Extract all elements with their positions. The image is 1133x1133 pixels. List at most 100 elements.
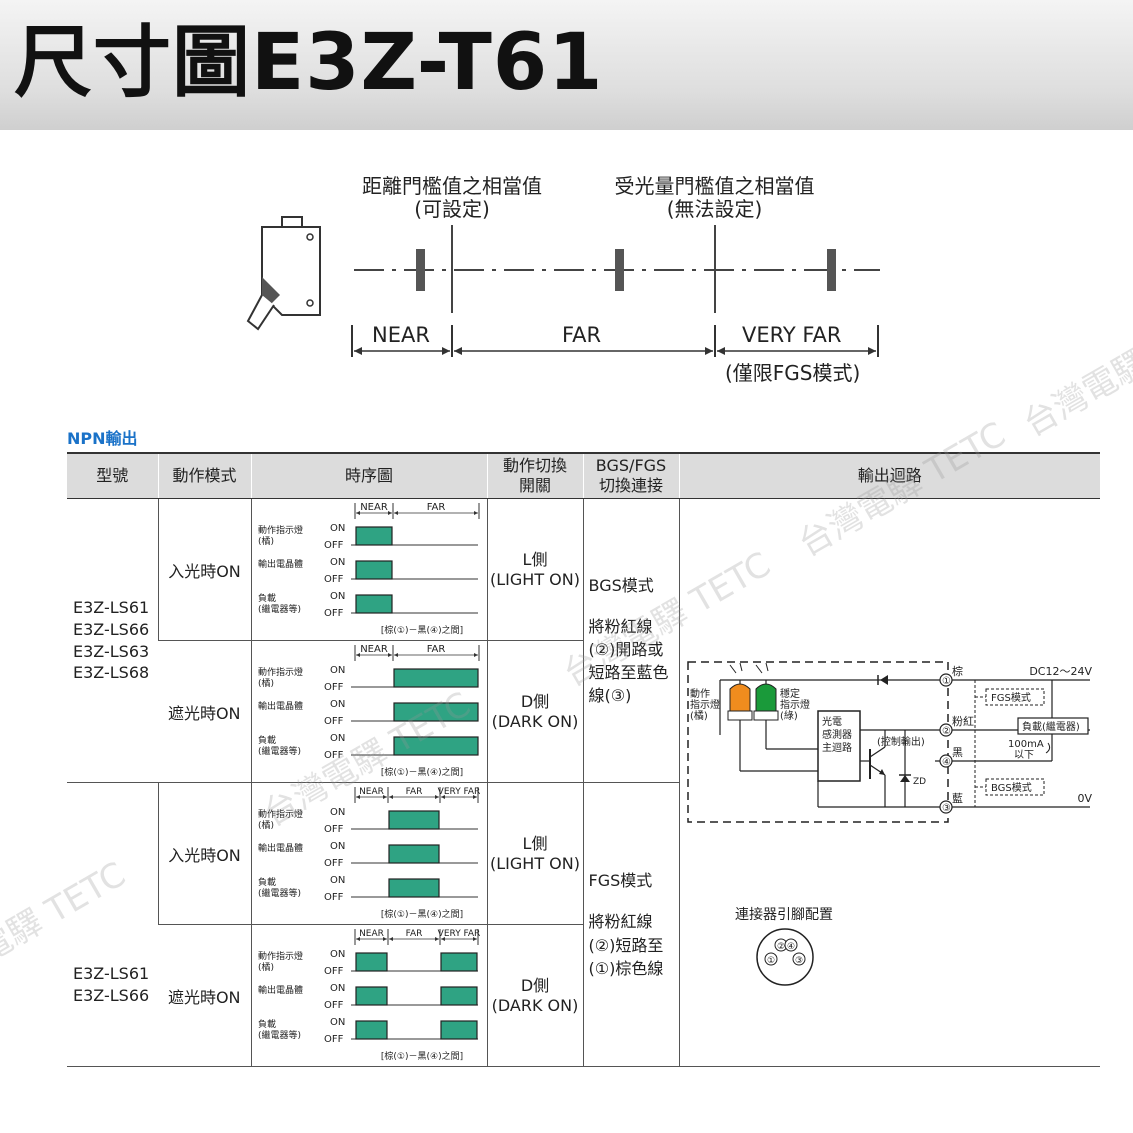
signal-pulse — [392, 702, 479, 722]
row-label: 動作指示燈 — [258, 950, 303, 962]
off-label: OFF — [324, 1000, 344, 1011]
on-label: ON — [330, 557, 345, 568]
scale-arrow — [440, 937, 477, 941]
svg-text:③: ③ — [795, 956, 803, 966]
scale-label: NEAR — [359, 929, 384, 939]
header-mode: 動作模式 — [157, 452, 251, 499]
on-label: ON — [330, 875, 345, 886]
scale-label: NEAR — [360, 502, 388, 513]
scale-label: FAR — [405, 929, 422, 939]
output-circuit-diagram: ① ② ④ ③ 棕 粉紅 黑 藍 DC12～24V 0V FGS模式 BGS模式 — [686, 661, 1092, 986]
scale-arrow — [355, 511, 392, 515]
timing-footer: [棕(①)－黑(④)之間] — [380, 908, 462, 920]
svg-text:③: ③ — [942, 803, 951, 814]
supply-label: DC12～24V — [1029, 665, 1092, 678]
mode-dark-on: 遮光時ON — [158, 924, 251, 1067]
mode-dark-on: 遮光時ON — [158, 640, 251, 783]
control-output-label: (控制輸出) — [877, 735, 925, 748]
table-row: 遮光時ON NEAR FAR VERY FAR 動作指示燈(橘) ON OFF 輸出電晶體 O… — [67, 924, 1100, 1067]
off-label: OFF — [324, 858, 344, 869]
svg-text:④: ④ — [942, 757, 951, 768]
row-label: (橘) — [258, 536, 274, 547]
wire-brown-label: 棕 — [952, 664, 963, 678]
wire-pink-label: 粉紅 — [952, 715, 974, 728]
header-timing: 時序圖 — [250, 452, 487, 499]
page-title: 尺寸圖E3Z-T61 — [14, 18, 604, 108]
on-label: ON — [330, 665, 345, 676]
on-label: ON — [330, 591, 345, 602]
timing-footer: [棕(①)－黑(④)之間] — [380, 624, 462, 636]
on-label: ON — [330, 523, 345, 534]
timing-cell: NEAR FAR 動作指示燈(橘) ON OFF 輸出電晶體 ON OFF 負載(繼電器等) ON… — [250, 498, 487, 641]
off-label: OFF — [324, 540, 344, 551]
range-fgs-only-label: (僅限FGS模式) — [725, 361, 861, 385]
signal-pulse — [354, 1020, 388, 1040]
signal-pulse — [354, 560, 393, 580]
zero-v-label: 0V — [1077, 792, 1092, 805]
row-label: 動作指示燈 — [258, 666, 303, 678]
on-label: ON — [330, 841, 345, 852]
on-label: ON — [330, 699, 345, 710]
sensor-main-circuit-label: 光電感測器主迴路 — [822, 715, 852, 754]
row-label: (橘) — [258, 820, 274, 831]
table-row: E3Z-LS61 E3Z-LS66 E3Z-LS63 E3Z-LS68 入光時O… — [67, 498, 1100, 1067]
row-label: (繼電器等) — [258, 603, 301, 615]
bgs-mode-cell: BGS模式 將粉紅線 (②)開路或 短路至藍色 線(③) — [582, 498, 679, 783]
timing-footer: [棕(①)－黑(④)之間] — [380, 766, 462, 778]
row-label: 輸出電晶體 — [258, 558, 303, 570]
page-header: 尺寸圖E3Z-T61 — [0, 0, 1133, 130]
zd-label: ZD — [913, 777, 926, 787]
row-label: 輸出電晶體 — [258, 842, 303, 854]
signal-pulse — [354, 526, 393, 546]
signal-pulse — [354, 986, 388, 1006]
svg-text:④: ④ — [787, 942, 795, 952]
row-label: (繼電器等) — [258, 1029, 301, 1041]
svg-text:②: ② — [777, 942, 785, 952]
distance-threshold-label: 距離門檻值之相當值 (可設定) — [362, 174, 542, 221]
scale-label: NEAR — [359, 787, 384, 797]
mode-light-on: 入光時ON — [157, 498, 251, 641]
scale-label: FAR — [426, 644, 445, 655]
switch-d-side: D側(DARK ON) — [486, 924, 583, 1067]
off-label: OFF — [324, 608, 344, 619]
npn-output-label: NPN輸出 — [67, 429, 138, 448]
fgs-mode-cell: FGS模式 將粉紅線 (②)短路至 (①)棕色線 — [582, 782, 679, 1067]
header-model: 型號 — [67, 452, 158, 499]
row-label: (繼電器等) — [258, 745, 301, 757]
row-label: (橘) — [258, 678, 274, 689]
row-label: (繼電器等) — [258, 887, 301, 899]
scale-label: FAR — [426, 502, 445, 513]
row-label: 輸出電晶體 — [258, 984, 303, 996]
switch-d-side: D側(DARK ON) — [486, 640, 583, 783]
row-label: 負載 — [258, 592, 276, 604]
output-circuit-cell: ① ② ④ ③ 棕 粉紅 黑 藍 DC12～24V 0V FGS模式 BGS模式 — [678, 498, 1100, 1067]
svg-text:②: ② — [942, 726, 951, 737]
mode-light-on: 入光時ON — [157, 782, 251, 925]
scale-label: VERY FAR — [437, 929, 480, 939]
on-label: ON — [330, 949, 345, 960]
timing-chart: NEAR FAR 動作指示燈(橘) ON OFF 輸出電晶體 ON OFF 負載(繼電器等) ON… — [258, 502, 479, 636]
signal-pulse — [392, 736, 479, 756]
row-label: 輸出電晶體 — [258, 700, 303, 712]
off-label: OFF — [324, 966, 344, 977]
off-label: OFF — [324, 824, 344, 835]
signal-pulse — [439, 1020, 478, 1040]
row-label: (橘) — [258, 962, 274, 973]
row-label: 動作指示燈 — [258, 524, 303, 536]
signal-pulse — [439, 952, 478, 972]
off-label: OFF — [324, 1034, 344, 1045]
signal-pulse — [387, 878, 440, 898]
row-label: 負載 — [258, 876, 276, 888]
light-threshold-label: 受光量門檻值之相當值 (無法設定) — [614, 174, 815, 221]
range-near-label: NEAR — [372, 323, 430, 347]
off-label: OFF — [324, 892, 344, 903]
switch-l-side: L側(LIGHT ON) — [486, 782, 583, 925]
signal-pulse — [354, 594, 393, 614]
